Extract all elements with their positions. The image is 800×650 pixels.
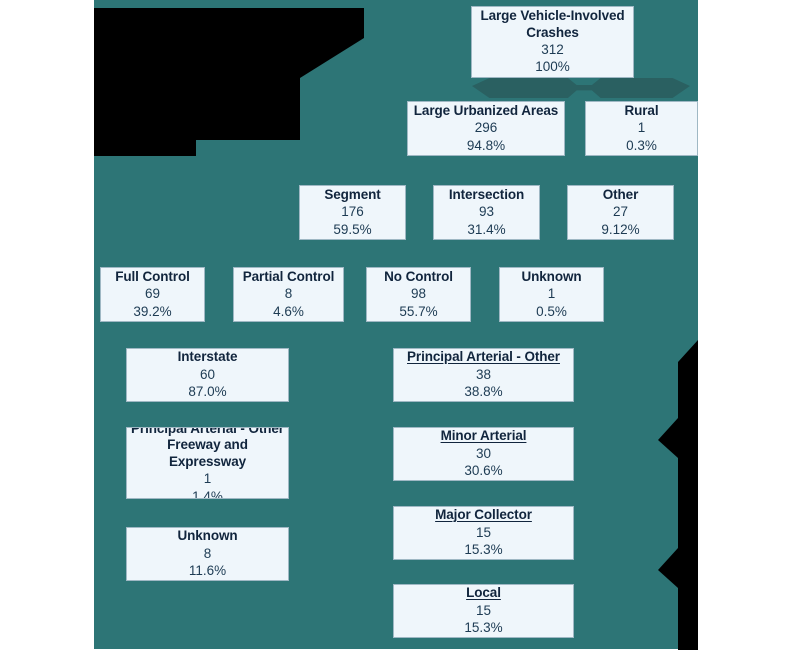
- node-label: No Control: [384, 268, 453, 284]
- node-interstate[interactable]: Interstate 60 87.0%: [126, 348, 289, 402]
- node-full-control[interactable]: Full Control 69 39.2%: [100, 267, 205, 322]
- node-percent: 55.7%: [399, 303, 438, 319]
- node-percent: 59.5%: [333, 221, 372, 237]
- node-count: 312: [541, 42, 564, 57]
- node-label: Large Vehicle-Involved Crashes: [480, 8, 625, 40]
- node-percent: 39.2%: [133, 303, 172, 319]
- node-percent: 38.8%: [464, 384, 503, 400]
- node-partial-control[interactable]: Partial Control 8 4.6%: [233, 267, 344, 322]
- node-percent: 0.5%: [536, 303, 567, 319]
- node-label: Segment: [324, 186, 381, 202]
- node-percent: 9.12%: [601, 221, 640, 237]
- node-count: 30: [475, 445, 492, 461]
- node-percent: 4.6%: [273, 303, 304, 319]
- node-label: Local: [466, 585, 501, 601]
- node-percent: 31.4%: [467, 221, 506, 237]
- node-percent: 87.0%: [188, 384, 227, 400]
- node-label: Intersection: [448, 186, 525, 202]
- node-percent: 100%: [535, 59, 570, 75]
- node-other[interactable]: Other 27 9.12%: [567, 185, 674, 240]
- node-label: Interstate: [177, 349, 238, 365]
- node-label: Unknown: [177, 528, 238, 544]
- node-label-line2: Freeway and Expressway: [167, 437, 248, 469]
- node-unknown-control[interactable]: Unknown 1 0.5%: [499, 267, 604, 322]
- node-unknown-functional-class[interactable]: Unknown 8 11.6%: [126, 527, 289, 581]
- node-count: 60: [199, 366, 216, 382]
- node-intersection[interactable]: Intersection 93 31.4%: [433, 185, 540, 240]
- node-principal-arterial-other-freeway-expressway[interactable]: Principal Arterial - Other Freeway and E…: [126, 427, 289, 499]
- node-segment[interactable]: Segment 176 59.5%: [299, 185, 406, 240]
- node-label: Partial Control: [242, 268, 335, 284]
- node-count: 176: [341, 204, 364, 220]
- node-percent: 0.3%: [626, 137, 657, 153]
- node-percent: 30.6%: [464, 463, 503, 479]
- node-label: Full Control: [115, 268, 190, 284]
- node-count: 296: [474, 120, 498, 136]
- node-minor-arterial[interactable]: Minor Arterial 30 30.6%: [393, 427, 574, 481]
- node-count: 69: [144, 286, 161, 302]
- node-label: Other: [602, 186, 639, 202]
- node-count: 1: [637, 120, 646, 136]
- node-count: 38: [475, 366, 492, 382]
- node-label: Major Collector: [435, 507, 532, 523]
- node-percent: 1.4%: [192, 488, 223, 499]
- node-label: Principal Arterial - Other: [407, 349, 560, 365]
- node-no-control[interactable]: No Control 98 55.7%: [366, 267, 471, 322]
- node-percent: 11.6%: [188, 563, 227, 579]
- node-label: Unknown: [521, 268, 582, 284]
- node-local[interactable]: Local 15 15.3%: [393, 584, 574, 638]
- node-label: Large Urbanized Areas: [413, 102, 559, 118]
- node-count: 15: [475, 524, 492, 540]
- node-percent: 15.3%: [464, 620, 503, 636]
- node-count: 15: [475, 602, 492, 618]
- node-large-urbanized-areas[interactable]: Large Urbanized Areas 296 94.8%: [407, 101, 565, 156]
- node-count: 93: [478, 204, 495, 220]
- node-label: Rural: [624, 102, 659, 118]
- node-percent: 15.3%: [464, 542, 503, 558]
- node-count: 1: [203, 471, 212, 487]
- node-label: Minor Arterial: [440, 428, 527, 444]
- node-percent: 94.8%: [466, 137, 506, 153]
- node-count: 8: [203, 545, 212, 561]
- node-principal-arterial-other[interactable]: Principal Arterial - Other 38 38.8%: [393, 348, 574, 402]
- node-rural[interactable]: Rural 1 0.3%: [585, 101, 698, 156]
- connector-arrow-root-to-level1: [472, 78, 690, 98]
- node-count: 8: [284, 286, 293, 302]
- node-major-collector[interactable]: Major Collector 15 15.3%: [393, 506, 574, 560]
- node-count: 98: [410, 286, 427, 302]
- node-label-line1: Principal Arterial - Other: [131, 427, 284, 436]
- node-large-vehicle-involved-crashes[interactable]: Large Vehicle-Involved Crashes 312 100%: [471, 6, 634, 78]
- node-count: 27: [612, 204, 629, 220]
- node-count: 1: [547, 286, 556, 302]
